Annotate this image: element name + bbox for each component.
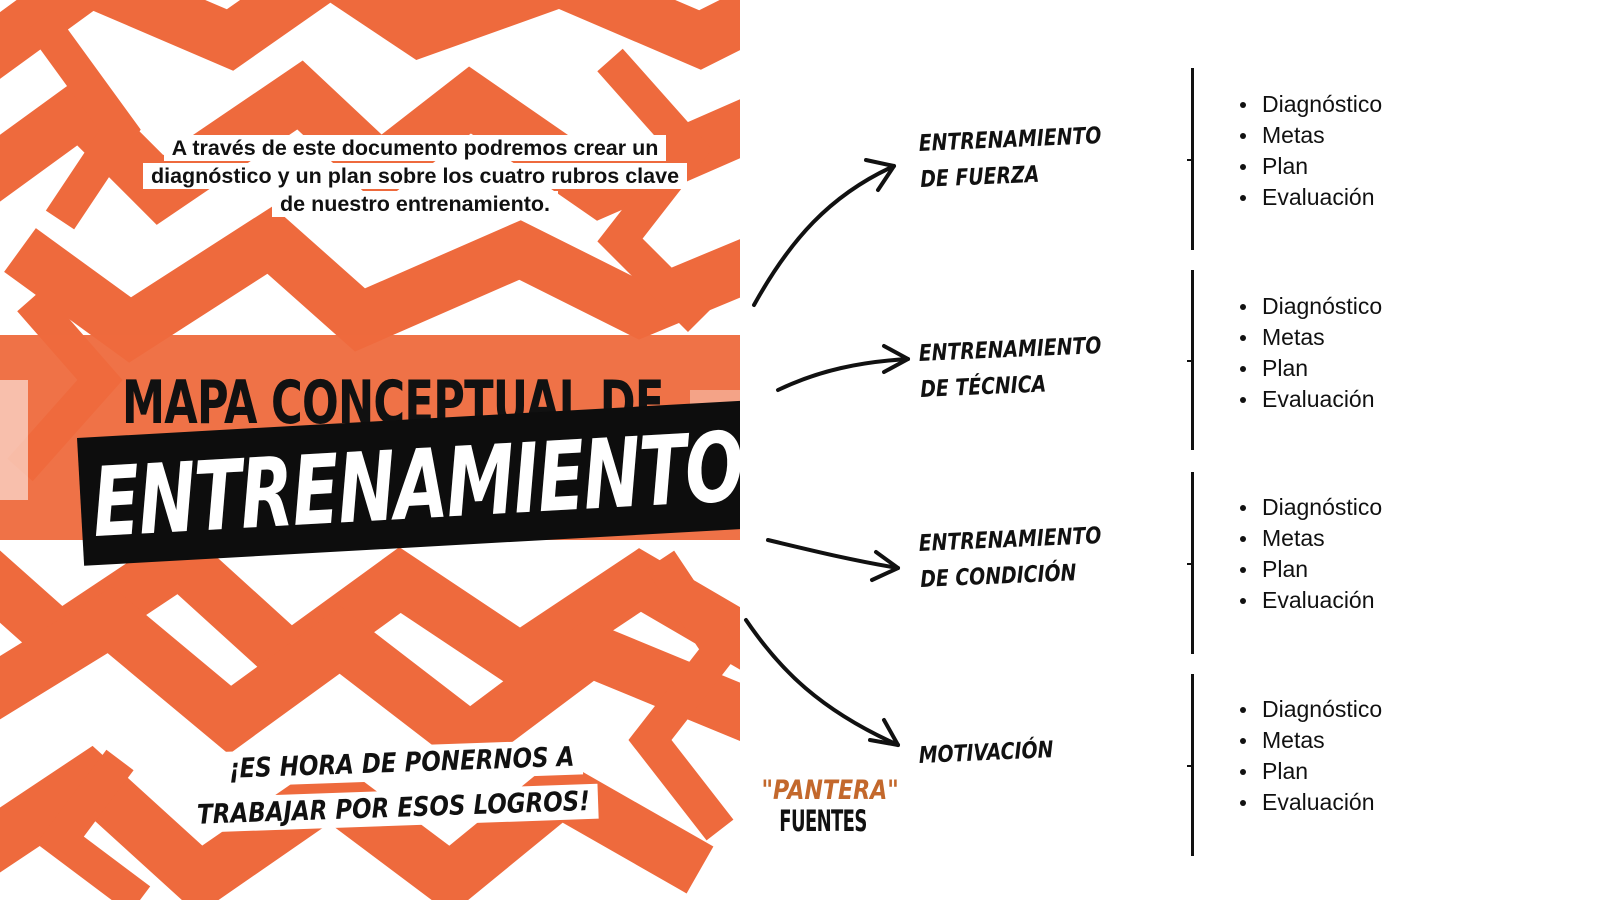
category-condicion-line-1: ENTRENAMIENTO (918, 523, 1102, 557)
list-item: Diagnóstico (1240, 492, 1382, 523)
bracket-tecnica (1187, 270, 1196, 450)
arrowhead-motivacion (868, 718, 900, 747)
category-motivacion: MOTIVACIÓN (918, 732, 1054, 774)
arrow-to-fuerza (752, 164, 896, 307)
category-fuerza: ENTRENAMIENTO DE FUERZA (918, 118, 1104, 198)
list-item: Evaluación (1240, 384, 1382, 415)
list-item: Diagnóstico (1240, 291, 1382, 322)
category-tecnica: ENTRENAMIENTO DE TÉCNICA (918, 328, 1104, 408)
list-item: Metas (1240, 120, 1382, 151)
logo-quote-text: "PANTERA" (761, 775, 899, 806)
list-condicion: Diagnóstico Metas Plan Evaluación (1240, 492, 1382, 616)
logo-name-text: FUENTES (779, 804, 867, 838)
poster-panel: A través de este documento podremos crea… (0, 0, 740, 900)
category-tecnica-line-2: DE TÉCNICA (919, 371, 1047, 403)
list-item: Metas (1240, 322, 1382, 353)
category-condicion: ENTRENAMIENTO DE CONDICIÓN (918, 518, 1104, 598)
brand-logo: "PANTERA" FUENTES (748, 775, 899, 846)
arrow-to-condicion (766, 538, 900, 570)
list-item: Diagnóstico (1240, 89, 1382, 120)
list-tecnica: Diagnóstico Metas Plan Evaluación (1240, 291, 1382, 415)
arrow-to-motivacion (744, 618, 900, 747)
category-tecnica-line-1: ENTRENAMIENTO (918, 333, 1102, 367)
list-motivacion: Diagnóstico Metas Plan Evaluación (1240, 694, 1382, 818)
category-fuerza-line-2: DE FUERZA (919, 161, 1040, 193)
list-item: Plan (1240, 151, 1382, 182)
bracket-motivacion (1187, 674, 1196, 856)
list-fuerza: Diagnóstico Metas Plan Evaluación (1240, 89, 1382, 213)
list-item: Evaluación (1240, 585, 1382, 616)
list-item: Metas (1240, 725, 1382, 756)
arrow-to-tecnica (776, 357, 910, 392)
arrowhead-fuerza (864, 158, 896, 192)
category-motivacion-line-1: MOTIVACIÓN (918, 737, 1054, 769)
list-item: Plan (1240, 353, 1382, 384)
list-item: Plan (1240, 756, 1382, 787)
category-condicion-line-2: DE CONDICIÓN (919, 560, 1077, 593)
intro-text: A través de este documento podremos crea… (120, 134, 710, 218)
bracket-condicion (1187, 472, 1196, 654)
list-item: Evaluación (1240, 182, 1382, 213)
list-item: Diagnóstico (1240, 694, 1382, 725)
bracket-fuerza (1187, 68, 1196, 250)
intro-line-1: A través de este documento podremos crea… (163, 135, 667, 161)
intro-line-3: de nuestro entrenamiento. (272, 191, 558, 217)
arrowhead-condicion (870, 550, 900, 582)
list-item: Metas (1240, 523, 1382, 554)
category-fuerza-line-1: ENTRENAMIENTO (918, 123, 1102, 157)
intro-line-2: diagnóstico y un plan sobre los cuatro r… (142, 163, 688, 189)
list-item: Evaluación (1240, 787, 1382, 818)
list-item: Plan (1240, 554, 1382, 585)
arrowhead-tecnica (882, 344, 910, 374)
